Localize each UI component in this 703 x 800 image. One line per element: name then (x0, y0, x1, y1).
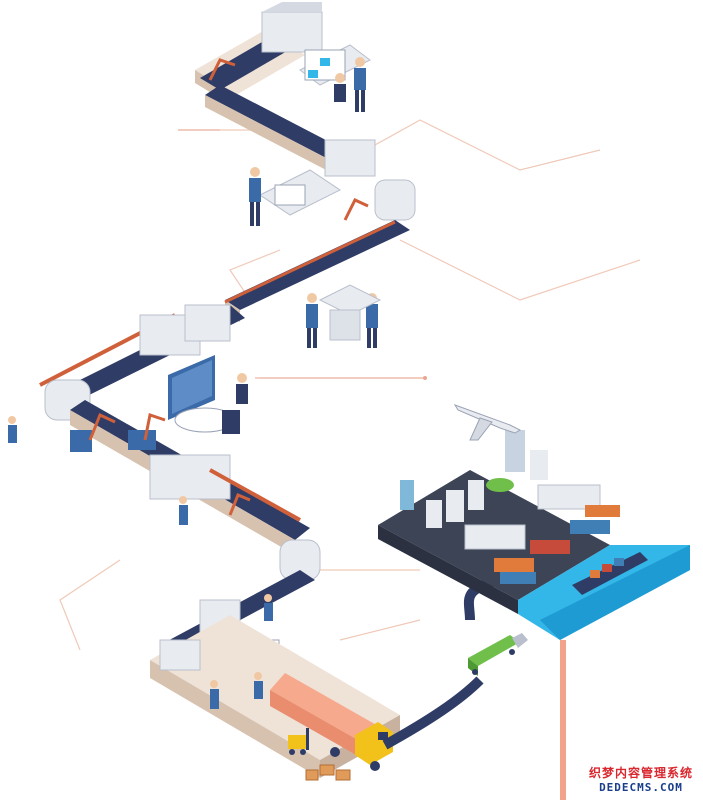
inspection-station (318, 284, 382, 341)
production-segment-2 (205, 85, 416, 221)
workstation (259, 169, 341, 216)
worker-icon (236, 373, 248, 404)
robot-arm-icon (88, 58, 369, 516)
meeting-screen (168, 355, 240, 434)
cargo-ship-icon (572, 552, 648, 595)
worker-icon (264, 594, 273, 621)
worker-icon (249, 167, 261, 226)
watermark-text: 织梦内容管理系统 (588, 766, 693, 780)
worker-icon (210, 680, 219, 709)
airplane-icon (453, 404, 522, 441)
worker-icon (306, 293, 318, 348)
watermark-url: DEDECMS.COM (599, 781, 683, 794)
worker-icon (254, 672, 263, 699)
production-segment-5 (70, 400, 321, 581)
worker-icon (334, 73, 346, 102)
delivery-truck-icon (468, 633, 528, 676)
worker-icon (8, 416, 17, 443)
city-port (378, 430, 690, 640)
connector-pole (560, 640, 566, 800)
worker-icon (354, 57, 366, 112)
production-segment-4 (39, 304, 245, 421)
watermark: 织梦内容管理系统 DEDECMS.COM (589, 764, 693, 794)
worker-icon (179, 496, 188, 525)
forklift-icon (288, 728, 309, 755)
delivery-truck-icon (270, 673, 393, 771)
cargo-boxes (305, 764, 351, 781)
